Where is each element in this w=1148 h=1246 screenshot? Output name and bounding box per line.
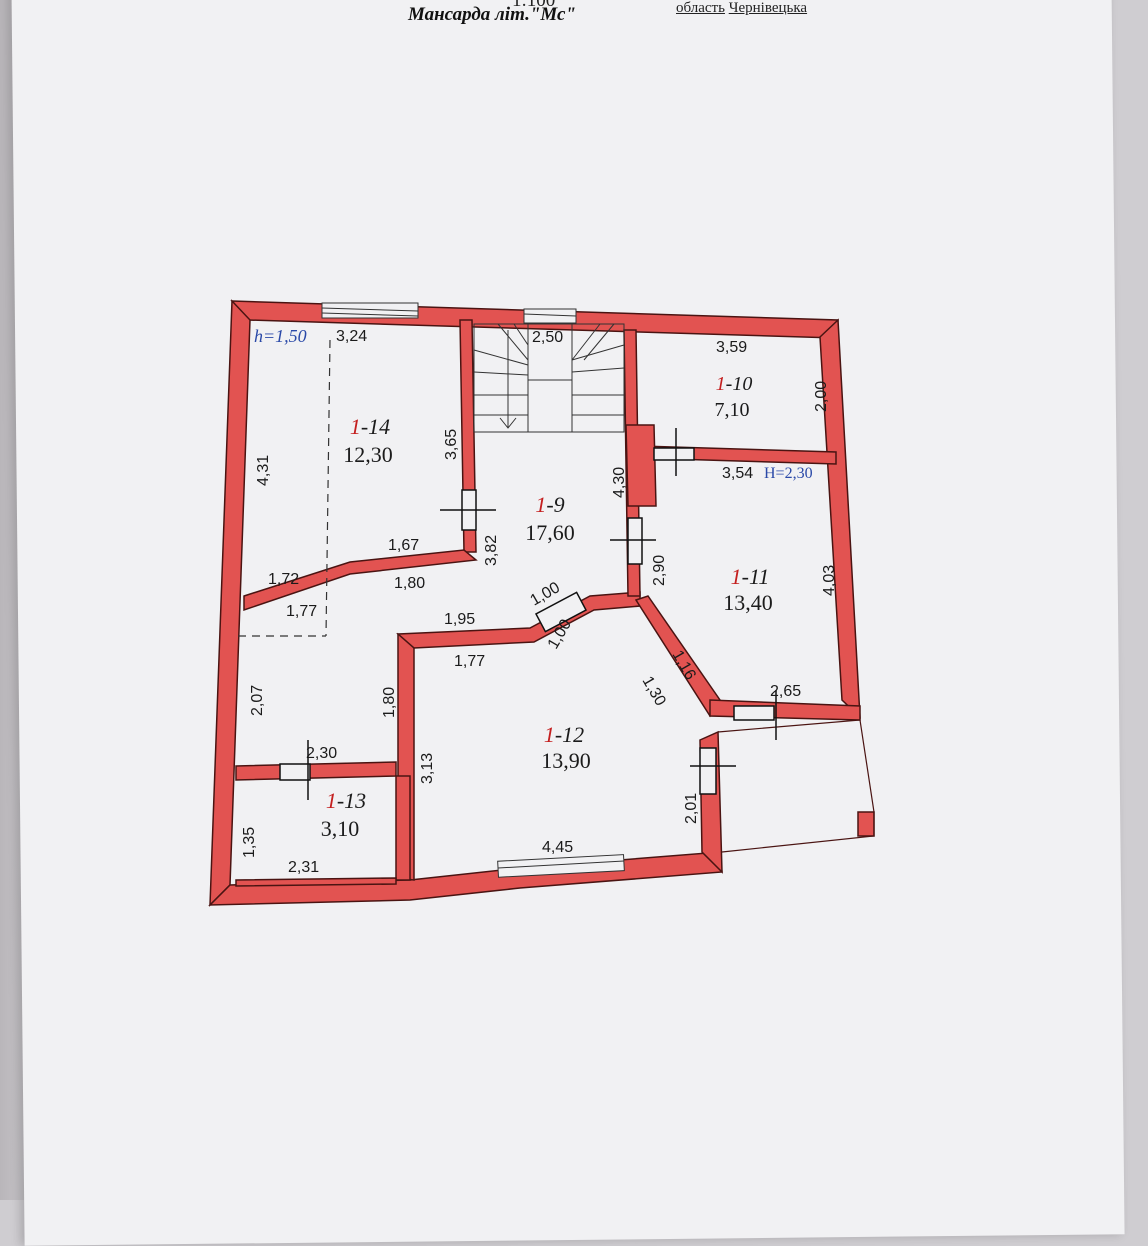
dim-label: 2,31	[288, 859, 319, 876]
wall-bump	[625, 424, 657, 507]
dim-label: 4,31	[255, 455, 272, 486]
dim-label: 3,13	[419, 753, 436, 784]
staircase	[473, 323, 625, 433]
dim-label: 4,03	[821, 565, 838, 596]
door-1-10	[653, 447, 695, 461]
room-1-12-area: 13,90	[541, 748, 591, 773]
dim-label: 3,54	[722, 465, 753, 482]
room-1-10-number: 1-10	[716, 373, 753, 395]
dim-label: 1,77	[454, 653, 485, 670]
door-porch-right	[733, 705, 775, 721]
wall-corner-small	[857, 811, 875, 837]
dim-label: 1,30	[639, 674, 669, 710]
dim-label: 4,30	[611, 467, 628, 498]
windows	[321, 302, 625, 878]
door-porch-left	[699, 747, 717, 795]
dim-label: 3,59	[716, 339, 747, 356]
room-1-14-area: 12,30	[343, 442, 393, 467]
outer-wall-bottom	[208, 851, 723, 906]
dim-label: 3,82	[483, 535, 500, 566]
dim-label: 2,00	[813, 381, 830, 412]
room-1-10-area: 7,10	[715, 399, 750, 421]
region-word: область	[676, 0, 725, 16]
wall-1-13-top	[235, 761, 397, 781]
porch-outline	[717, 719, 875, 853]
wall-1-13-right	[395, 775, 411, 881]
dim-label: 2,07	[249, 685, 266, 716]
dim-label: 4,45	[542, 839, 573, 856]
dim-label: 1,35	[241, 827, 258, 858]
room-1-13-number: 1-13	[326, 788, 366, 813]
room-1-11-number: 1-11	[731, 564, 770, 589]
dim-label: 1,67	[388, 537, 419, 554]
room-labels: 1-14 12,30 1-9 17,60 1-10 7,10 1-11 13,4…	[321, 373, 773, 841]
dim-label: 2,01	[683, 793, 700, 824]
doors	[279, 428, 777, 800]
dim-label: 1,72	[268, 571, 299, 588]
wall-11-bottom	[709, 699, 861, 721]
plan-title: Мансарда літ."Мс"	[408, 4, 576, 25]
outer-wall-right-upper	[819, 318, 861, 719]
attic-boundary	[238, 339, 331, 637]
attic-height-label: h=1,50	[254, 326, 307, 346]
region-name: Чернівецька	[728, 0, 808, 16]
wall-diag-upper	[243, 549, 478, 612]
scale-fragment: 1:100	[512, 0, 556, 11]
region-label: область Чернівецька	[676, 0, 807, 17]
room-1-14-number: 1-14	[350, 414, 390, 439]
dim-label: 2,65	[770, 683, 801, 700]
dim-label: 1,95	[444, 611, 475, 628]
dim-label: 2,50	[532, 329, 563, 346]
floor-plan: 1-14 12,30 1-9 17,60 1-10 7,10 1-11 13,4…	[208, 299, 875, 907]
dim-label: 1,80	[394, 575, 425, 592]
dim-label: 3,65	[443, 429, 460, 460]
dim-label: 3,24	[336, 328, 367, 345]
door-1-12	[534, 591, 588, 633]
room-1-13-area: 3,10	[321, 816, 360, 841]
dim-label: 1,77	[286, 603, 317, 620]
window-bottom	[497, 854, 625, 878]
height-labels: h=1,50 H=2,30	[254, 326, 813, 482]
door-1-13	[279, 763, 311, 781]
room-1-12-number: 1-12	[544, 722, 584, 747]
room-1-11-area: 13,40	[723, 590, 773, 615]
room-1-11-height-label: H=2,30	[764, 465, 813, 482]
door-1-11	[627, 517, 643, 565]
dim-label: 1,80	[381, 687, 398, 718]
dim-label: 2,90	[651, 555, 668, 586]
dim-label: 2,30	[306, 745, 337, 762]
room-1-9-area: 17,60	[525, 520, 575, 545]
room-1-9-number: 1-9	[535, 492, 564, 517]
wall-1-13-bottom-fill	[235, 877, 397, 887]
wall-mid-diag	[396, 591, 641, 649]
